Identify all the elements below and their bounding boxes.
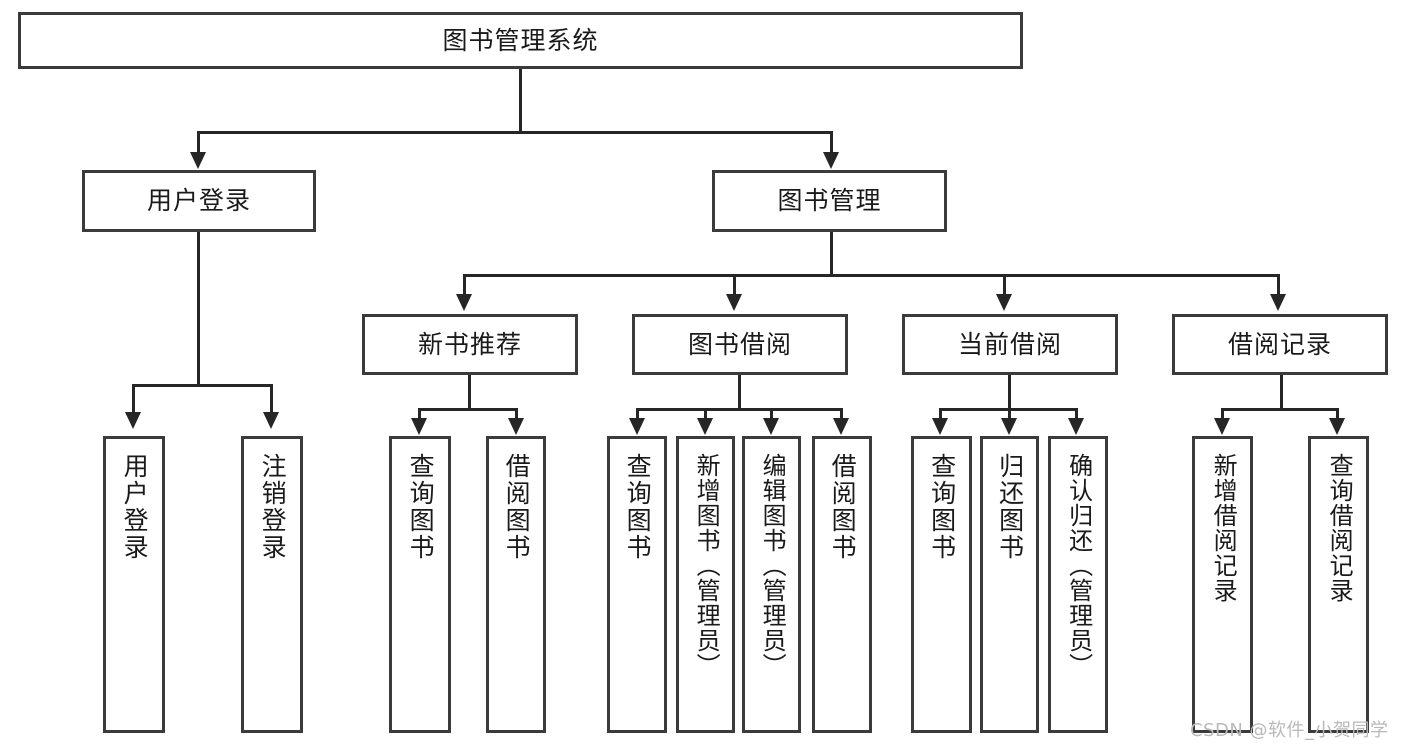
edge-bm-to-book-borrow (733, 274, 736, 296)
edge-bm-to-borrow-record (1277, 274, 1280, 296)
node-label: 查询借阅记录 (1325, 453, 1354, 603)
leaf-query-book-2[interactable]: 查询图书 (607, 436, 667, 733)
leaf-query-borrow-record[interactable]: 查询借阅记录 (1308, 436, 1369, 733)
node-label: 查询图书 (927, 453, 957, 561)
leaf-query-book-1[interactable]: 查询图书 (389, 436, 451, 733)
arrow-icon-leaf-query-book-1 (411, 418, 427, 435)
edge-new-book-to-leaf-2 (515, 408, 518, 420)
edge-root-to-user-login (197, 131, 200, 154)
edge-cb-to-leaf-2 (1008, 408, 1011, 420)
node-label: 图书管理 (777, 186, 882, 216)
node-label: 注销登录 (258, 453, 288, 561)
node-current-borrow[interactable]: 当前借阅 (902, 314, 1118, 375)
edge-root-bus (197, 131, 833, 134)
node-label: 查询图书 (406, 453, 436, 561)
arrow-icon-leaf-borrow-book-1 (508, 418, 524, 435)
node-label: 借阅图书 (828, 453, 858, 561)
edge-bb-to-leaf-3 (770, 408, 773, 420)
arrow-icon-leaf-user-login (125, 412, 141, 429)
leaf-edit-book-admin[interactable]: 编辑图书（管理员） (742, 436, 801, 733)
node-label: 确认归还（管理员） (1064, 453, 1093, 678)
node-book-management[interactable]: 图书管理 (712, 170, 947, 232)
node-user-login[interactable]: 用户登录 (82, 170, 316, 232)
node-label: 图书借阅 (687, 329, 792, 359)
node-label: 用户登录 (120, 453, 150, 561)
edge-book-management-bus (463, 274, 1280, 277)
edge-user-login-bus (132, 384, 270, 387)
edge-br-to-leaf-2 (1336, 408, 1339, 420)
edge-borrow-record-bus (1221, 408, 1339, 411)
node-root-book-management-system[interactable]: 图书管理系统 (18, 12, 1023, 69)
edge-bb-to-leaf-1 (636, 408, 639, 420)
leaf-query-book-3[interactable]: 查询图书 (911, 436, 972, 733)
edge-bm-to-new-book (463, 274, 466, 296)
arrow-icon-leaf-borrow-book-2 (833, 418, 849, 435)
arrow-icon-leaf-add-record (1214, 418, 1230, 435)
edge-cb-to-leaf-1 (939, 408, 942, 420)
arrow-icon-leaf-confirm-return (1068, 418, 1084, 435)
edge-book-management-stem (830, 232, 833, 274)
edge-new-book-bus (418, 408, 518, 411)
leaf-user-login[interactable]: 用户登录 (103, 436, 165, 733)
edge-new-book-to-leaf-1 (418, 408, 421, 420)
arrow-icon-leaf-edit-book (763, 418, 779, 435)
edge-bb-to-leaf-4 (840, 408, 843, 420)
leaf-add-borrow-record[interactable]: 新增借阅记录 (1192, 436, 1253, 733)
edge-book-borrow-bus (636, 408, 842, 411)
node-label: 图书管理系统 (442, 25, 599, 55)
edge-cb-to-leaf-3 (1075, 408, 1078, 420)
edge-br-to-leaf-1 (1221, 408, 1224, 420)
edge-bb-to-leaf-2 (704, 408, 707, 420)
arrow-icon-to-book-management (823, 152, 839, 169)
leaf-borrow-book-2[interactable]: 借阅图书 (812, 436, 872, 733)
edge-root-to-book-management (830, 131, 833, 154)
arrow-icon-borrow-record (1270, 294, 1286, 311)
node-label: 借阅记录 (1227, 329, 1332, 359)
node-label: 新书推荐 (417, 329, 522, 359)
leaf-return-book[interactable]: 归还图书 (980, 436, 1039, 733)
leaf-confirm-return-admin[interactable]: 确认归还（管理员） (1048, 436, 1108, 733)
node-borrow-record[interactable]: 借阅记录 (1172, 314, 1388, 375)
node-label: 新增图书（管理员） (692, 453, 721, 678)
node-label: 借阅图书 (502, 453, 532, 561)
arrow-icon-to-user-login (190, 152, 206, 169)
node-label: 归还图书 (995, 453, 1025, 561)
node-label: 新增借阅记录 (1209, 453, 1238, 603)
arrow-icon-leaf-query-record (1329, 418, 1345, 435)
node-label: 编辑图书（管理员） (758, 453, 787, 678)
node-book-borrow[interactable]: 图书借阅 (632, 314, 848, 375)
node-label: 当前借阅 (957, 329, 1062, 359)
node-label: 用户登录 (146, 186, 251, 216)
node-new-book-recommend[interactable]: 新书推荐 (362, 314, 578, 375)
arrow-icon-new-book-recommend (456, 294, 472, 311)
arrow-icon-leaf-return-book (1001, 418, 1017, 435)
edge-borrow-record-stem (1280, 375, 1283, 408)
leaf-add-book-admin[interactable]: 新增图书（管理员） (676, 436, 735, 733)
arrow-icon-book-borrow (726, 294, 742, 311)
node-label: 查询图书 (623, 453, 653, 561)
leaf-logout-login[interactable]: 注销登录 (241, 436, 303, 733)
arrow-icon-leaf-add-book (697, 418, 713, 435)
edge-user-login-stem (197, 232, 200, 384)
edge-user-login-to-leaf-2 (270, 384, 273, 414)
edge-bm-to-current-borrow (1003, 274, 1006, 296)
edge-book-borrow-stem (738, 375, 741, 408)
arrow-icon-leaf-logout (263, 412, 279, 429)
leaf-borrow-book-1[interactable]: 借阅图书 (486, 436, 546, 733)
arrow-icon-leaf-query-book-2 (629, 418, 645, 435)
arrow-icon-current-borrow (996, 294, 1012, 311)
edge-new-book-stem (468, 375, 471, 408)
edge-current-borrow-stem (1008, 375, 1011, 408)
edge-root-stem (519, 69, 522, 131)
arrow-icon-leaf-query-book-3 (932, 418, 948, 435)
edge-user-login-to-leaf-1 (132, 384, 135, 414)
watermark-text: CSDN @软件_小贺同学 (1190, 720, 1389, 741)
